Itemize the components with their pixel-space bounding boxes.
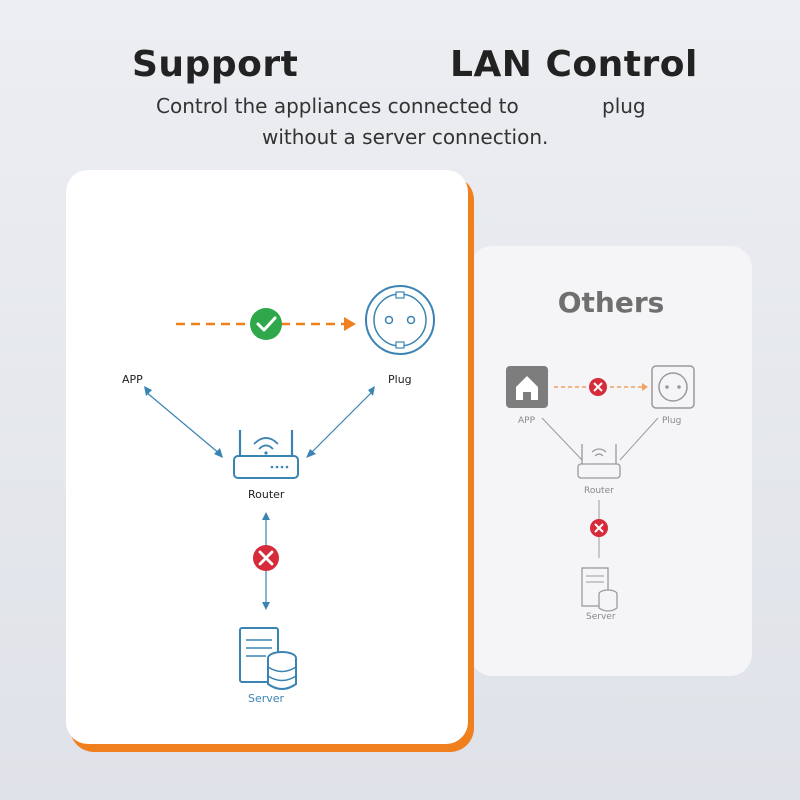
cross-icon-gray-bottom xyxy=(590,519,608,537)
server-icon-gray xyxy=(581,567,618,612)
server-icon xyxy=(239,627,297,690)
plug-icon-gray xyxy=(651,365,695,409)
others-title: Others xyxy=(557,286,665,319)
router-icon xyxy=(233,430,299,479)
others-diagram xyxy=(506,365,695,612)
router-label: Router xyxy=(248,488,285,501)
plug-label: Plug xyxy=(388,373,412,386)
others-router-label: Router xyxy=(584,486,614,496)
cross-icon xyxy=(253,545,279,571)
router-icon-gray xyxy=(577,444,621,479)
main-diagram xyxy=(144,285,435,690)
plug-icon xyxy=(365,285,435,355)
check-icon xyxy=(250,308,282,340)
subtitle-line1-b: plug xyxy=(602,94,646,118)
subtitle-line1-a: Control the appliances connected to xyxy=(156,94,519,118)
cross-icon-gray-top xyxy=(589,378,607,396)
server-label: Server xyxy=(248,692,285,705)
subtitle-line2: without a server connection. xyxy=(262,125,549,149)
others-app-label: APP xyxy=(518,416,536,426)
others-card: Others xyxy=(470,246,752,676)
title-lan-control: LAN Control xyxy=(450,44,698,85)
title-support: Support xyxy=(132,44,299,85)
others-plug-label: Plug xyxy=(662,416,682,426)
home-app-icon xyxy=(506,366,548,408)
others-server-label: Server xyxy=(586,612,616,622)
app-label: APP xyxy=(122,373,143,386)
main-card: APP Plug Router Server xyxy=(66,170,468,744)
